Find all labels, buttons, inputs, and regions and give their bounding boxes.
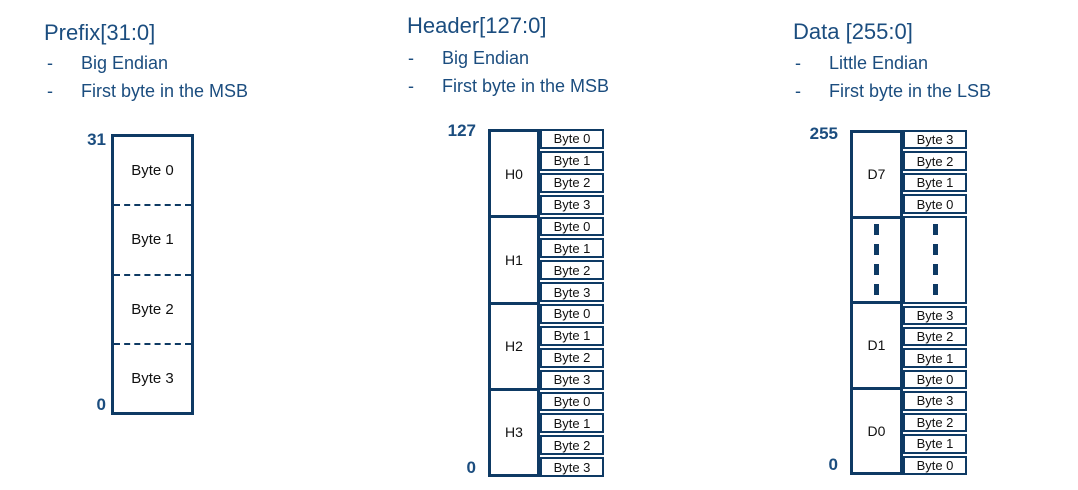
data-table: D7 D1 D0 Byte 3 Byte 2 Byte 1 Byte 0 Byt… (850, 130, 967, 475)
prefix-byte-cell: Byte 3 (114, 342, 191, 412)
data-byte-cell: Byte 2 (903, 151, 967, 171)
header-byte-cell: Byte 3 (540, 194, 604, 215)
header-word-column: H0 H1 H2 H3 (488, 129, 540, 477)
header-byte-cell: Byte 1 (540, 325, 604, 346)
prefix-byte-cell: Byte 2 (114, 273, 191, 343)
bullet-marker: - (47, 53, 53, 73)
bullet-text: First byte in the MSB (81, 81, 249, 101)
ellipsis-dashes (932, 224, 938, 296)
data-word-cell: D7 (853, 133, 900, 219)
bullet-item: - First byte in the LSB (795, 77, 991, 105)
data-byte-group: Byte 3 Byte 2 Byte 1 Byte 0 (903, 130, 967, 214)
bullet-marker: - (408, 48, 414, 68)
ellipsis-cell (903, 215, 967, 304)
bullet-item: - First byte in the MSB (408, 72, 609, 100)
header-byte-group: Byte 0 Byte 1 Byte 2 Byte 3 (540, 216, 604, 302)
header-byte-cell: Byte 2 (540, 435, 604, 456)
header-byte-group: Byte 0 Byte 1 Byte 2 Byte 3 (540, 391, 604, 477)
data-word-cell: D1 (853, 304, 900, 390)
header-byte-cell: Byte 1 (540, 413, 604, 434)
header-byte-cell: Byte 1 (540, 238, 604, 259)
prefix-byte-cell: Byte 1 (114, 204, 191, 273)
bullet-marker: - (47, 81, 53, 101)
bit-label-bottom-header: 0 (466, 458, 476, 477)
bullet-list-header: - Big Endian - First byte in the MSB (408, 44, 609, 100)
data-word-column: D7 D1 D0 (850, 130, 903, 475)
data-byte-group: Byte 3 Byte 2 Byte 1 Byte 0 (903, 305, 967, 390)
bullet-text: Big Endian (442, 48, 530, 68)
header-byte-column: Byte 0 Byte 1 Byte 2 Byte 3 Byte 0 Byte … (540, 129, 604, 477)
section-title-header: Header[127:0] (407, 13, 547, 38)
prefix-byte-cell: Byte 0 (131, 162, 174, 180)
data-byte-cell: Byte 3 (903, 305, 967, 325)
data-byte-cell: Byte 3 (903, 391, 967, 411)
header-byte-cell: Byte 1 (540, 150, 604, 171)
prefix-box: Byte 0 Byte 1 Byte 2 Byte 3 (111, 134, 194, 415)
header-byte-cell: Byte 3 (540, 457, 604, 477)
header-byte-cell: Byte 2 (540, 347, 604, 368)
bit-label-top-prefix: 31 (87, 130, 106, 149)
header-byte-cell: Byte 3 (540, 369, 604, 390)
header-byte-cell: Byte 0 (540, 304, 604, 324)
header-byte-cell: Byte 2 (540, 260, 604, 281)
data-word-cell: D0 (867, 422, 886, 439)
data-byte-cell: Byte 2 (903, 326, 967, 347)
data-byte-cell: Byte 3 (903, 130, 967, 150)
bit-label-bottom-data: 0 (828, 455, 838, 474)
bullet-item: - Little Endian (795, 49, 991, 77)
bit-label-top-header: 127 (447, 121, 476, 140)
bullet-list-data: - Little Endian - First byte in the LSB (795, 49, 991, 105)
bullet-text: Big Endian (81, 53, 169, 73)
data-byte-cell: Byte 2 (903, 412, 967, 433)
bullet-marker: - (795, 53, 801, 73)
data-byte-cell: Byte 0 (903, 369, 967, 390)
ellipsis-dashes (874, 224, 879, 296)
header-byte-cell: Byte 3 (540, 282, 604, 302)
bullet-marker: - (408, 76, 414, 96)
data-byte-cell: Byte 1 (903, 348, 967, 368)
header-table: H0 H1 H2 H3 Byte 0 Byte 1 Byte 2 Byte 3 … (488, 129, 604, 477)
bullet-text: First byte in the MSB (442, 76, 610, 96)
section-title-data: Data [255:0] (793, 19, 913, 44)
bullet-list-prefix: - Big Endian - First byte in the MSB (47, 49, 248, 105)
bullet-item: - Big Endian (47, 49, 248, 77)
bullet-text: First byte in the LSB (829, 81, 992, 101)
section-title-prefix: Prefix[31:0] (44, 20, 156, 45)
data-byte-group: Byte 3 Byte 2 Byte 1 Byte 0 (903, 391, 967, 475)
bullet-item: - Big Endian (408, 44, 609, 72)
data-byte-cell: Byte 0 (903, 194, 967, 214)
data-byte-cell: Byte 1 (903, 172, 967, 193)
header-word-cell: H2 (491, 305, 537, 391)
header-word-cell: H0 (491, 132, 537, 219)
header-byte-group: Byte 0 Byte 1 Byte 2 Byte 3 (540, 304, 604, 390)
header-byte-cell: Byte 2 (540, 172, 604, 193)
header-word-cell: H3 (505, 424, 523, 441)
data-byte-column: Byte 3 Byte 2 Byte 1 Byte 0 Byte 3 Byte … (903, 130, 967, 475)
header-word-cell: H1 (491, 218, 537, 305)
bit-label-top-data: 255 (809, 124, 838, 143)
header-byte-cell: Byte 0 (540, 391, 604, 412)
bullet-marker: - (795, 81, 801, 101)
ellipsis-cell (853, 219, 900, 304)
header-byte-cell: Byte 0 (540, 129, 604, 149)
header-byte-group: Byte 0 Byte 1 Byte 2 Byte 3 (540, 129, 604, 215)
bullet-item: - First byte in the MSB (47, 77, 248, 105)
header-byte-cell: Byte 0 (540, 216, 604, 237)
bullet-text: Little Endian (829, 53, 929, 73)
data-byte-cell: Byte 1 (903, 434, 967, 454)
bit-label-bottom-prefix: 0 (96, 395, 106, 414)
data-byte-cell: Byte 0 (903, 455, 967, 475)
